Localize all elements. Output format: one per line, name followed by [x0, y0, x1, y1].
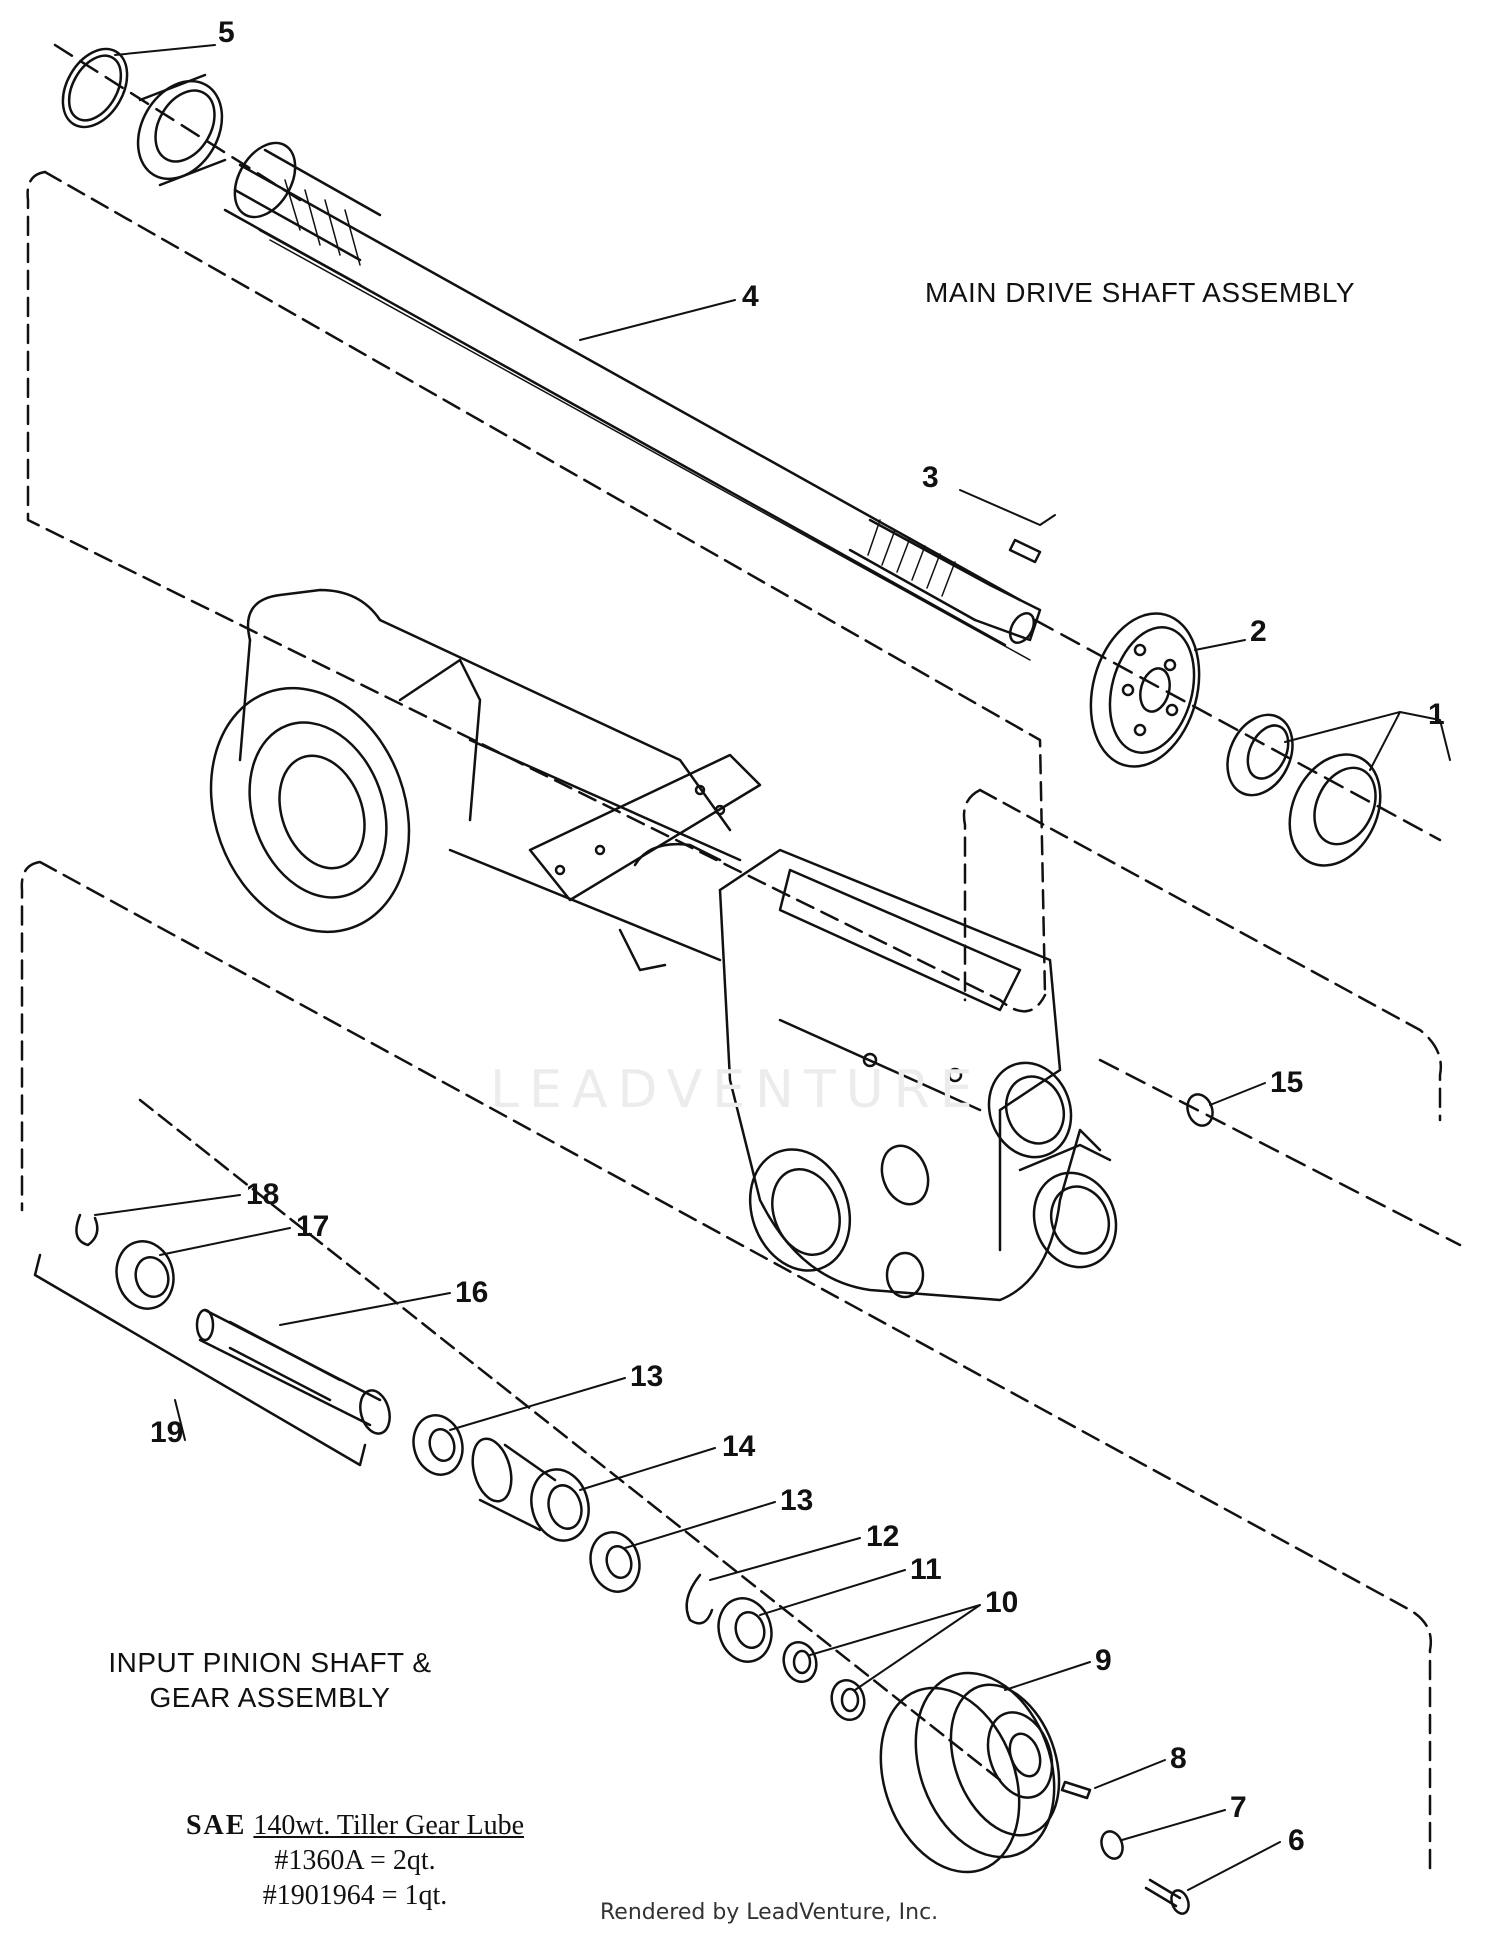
- set-screw-15: [1186, 1093, 1214, 1127]
- bushing-14: [471, 1437, 590, 1542]
- retaining-ring-12: [685, 1573, 714, 1625]
- lube-note: SAE 140wt. Tiller Gear Lube #1360A = 2qt…: [145, 1808, 565, 1913]
- callout-7: 7: [1230, 1791, 1247, 1824]
- lube-line3: #1901964 = 1qt.: [262, 1880, 448, 1911]
- watermark: LEADVENTURE: [490, 1060, 983, 1120]
- front-boss: [1032, 1171, 1118, 1269]
- callout-13b: 13: [780, 1484, 814, 1517]
- bearing-set-1: [1226, 713, 1382, 867]
- callout-2: 2: [1250, 615, 1267, 648]
- callout-3: 3: [922, 461, 939, 494]
- input-pinion-title: INPUT PINION SHAFT & GEAR ASSEMBLY: [100, 1645, 440, 1715]
- lube-type: 140wt. Tiller Gear Lube: [253, 1810, 525, 1841]
- callout-6: 6: [1288, 1824, 1305, 1857]
- callout-5: 5: [218, 16, 235, 49]
- callout-17: 17: [296, 1210, 330, 1243]
- housing-boundary: [962, 788, 1443, 1122]
- lube-sae: SAE: [185, 1810, 247, 1841]
- snap-ring-18: [75, 1213, 99, 1247]
- callout-11: 11: [910, 1553, 942, 1586]
- washer-13b: [589, 1531, 641, 1593]
- main-drive-shaft-4: [223, 141, 1042, 661]
- footer-credit: Rendered by LeadVenture, Inc.: [600, 1900, 939, 1925]
- o-ring-5: [61, 47, 129, 129]
- callout-14: 14: [722, 1430, 756, 1463]
- lube-line2: #1360A = 2qt.: [274, 1845, 436, 1876]
- callout-16: 16: [455, 1276, 489, 1309]
- callout-15: 15: [1270, 1066, 1304, 1099]
- leader-lines: [94, 44, 1451, 1891]
- gear-2: [1089, 612, 1201, 768]
- key-8: [1060, 1780, 1092, 1800]
- callout-12: 12: [866, 1520, 900, 1553]
- input-pinion-title-line2: GEAR ASSEMBLY: [149, 1682, 391, 1713]
- transmission-housing: [209, 588, 1118, 1302]
- left-bearing-bore: [209, 686, 411, 934]
- input-pinion-title-line1: INPUT PINION SHAFT &: [108, 1647, 432, 1678]
- main-shaft-boundary: [26, 170, 1047, 1013]
- main-drive-title: MAIN DRIVE SHAFT ASSEMBLY: [925, 277, 1356, 308]
- washer-13a: [412, 1414, 464, 1476]
- callout-10: 10: [985, 1586, 1019, 1619]
- pulley-9: [879, 1671, 1061, 1874]
- pinion-bore: [748, 1148, 852, 1272]
- input-pinion-shaft-16: [195, 1308, 391, 1435]
- bolt-6: [1144, 1878, 1182, 1908]
- side-bore: [987, 1061, 1073, 1159]
- callout-1: 1: [1428, 698, 1445, 731]
- washer-10b: [830, 1678, 866, 1722]
- key-3: [1008, 538, 1042, 564]
- lube-line1: SAE 140wt. Tiller Gear Lube: [145, 1808, 565, 1843]
- callout-9: 9: [1095, 1644, 1112, 1677]
- pinion-boundary: [20, 860, 1433, 1872]
- bearing-11: [717, 1597, 773, 1663]
- bearing-cup-4: [136, 79, 224, 181]
- pinion-gear-17: [115, 1240, 175, 1310]
- callout-13a: 13: [630, 1360, 664, 1393]
- callout-18: 18: [246, 1178, 280, 1211]
- callout-19: 19: [150, 1416, 184, 1449]
- lock-washer-7: [1100, 1830, 1124, 1860]
- callout-8: 8: [1170, 1742, 1187, 1775]
- callout-4: 4: [742, 280, 759, 313]
- mounting-bracket: [528, 753, 762, 902]
- washer-10a: [782, 1640, 818, 1684]
